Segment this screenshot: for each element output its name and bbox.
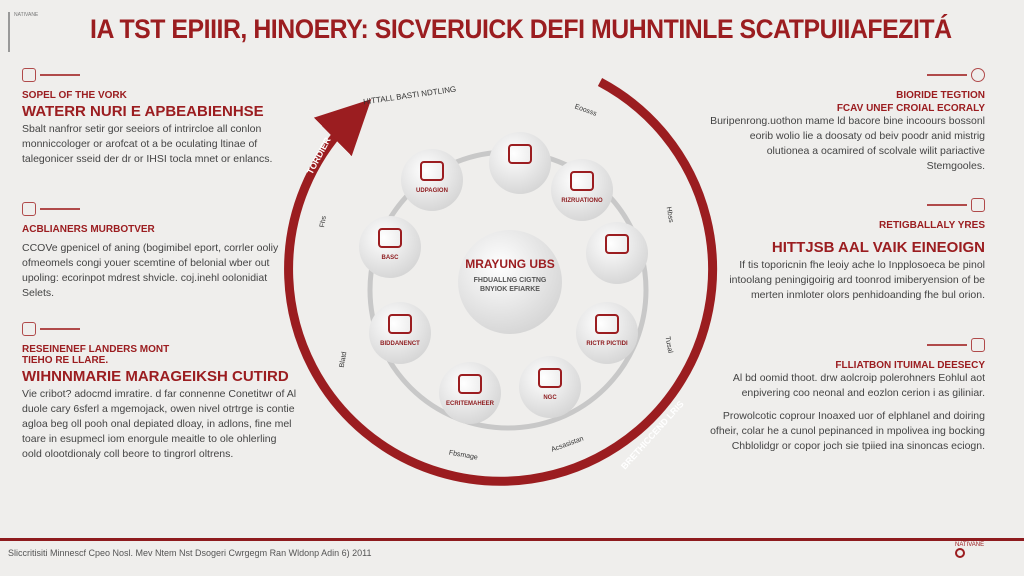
left-section-3: RESEINENEF LANDERS MONT TIEHO RE LLARE. …: [22, 320, 297, 462]
footer-logo: NATIVANE: [955, 542, 995, 562]
figure-icon: [508, 144, 532, 164]
cycle-node: ECRITEMAHEER: [439, 362, 501, 424]
section-body: If tis toporicnin fhe leoiy ache lo Inpp…: [729, 259, 985, 301]
divider: [927, 343, 967, 346]
section-kicker: FLLIATBON ITUIMAL DEESECY: [835, 360, 985, 371]
cycle-node: [489, 132, 551, 194]
divider: [927, 203, 967, 206]
outer-label: Blatd: [339, 351, 349, 368]
document-icon: [22, 67, 36, 82]
hand-icon: [22, 321, 36, 336]
center-subtitle: FHDUALLNG CIGTNG BNYIOK EFIARKE: [473, 277, 547, 293]
section-body: Prowolcotic coprour Inoaxed uor of elphl…: [710, 410, 985, 452]
outer-label: HITTALL BASTI NDTLING: [363, 85, 457, 107]
cake-icon: [971, 337, 985, 352]
divider: [40, 327, 80, 330]
bell-icon: [971, 197, 985, 212]
cycle-node: RIZRUATIONO: [551, 159, 613, 221]
arc-label-left: TORDIER: [305, 135, 333, 176]
frame-icon: [570, 171, 594, 191]
section-heading: FCAV UNEF CROIAL ECORALY: [836, 103, 985, 114]
footer-text: Sliccritisiti Minnescf Cpeo Nosl. Mev Nt…: [8, 548, 372, 558]
node-label: ECRITEMAHEER: [446, 401, 495, 407]
cycle-node: UDPAGION: [401, 149, 463, 211]
cycle-node: NGC: [519, 356, 581, 418]
section-kicker: BIORIDE TEGTION: [896, 90, 985, 101]
building-icon: [388, 314, 412, 334]
footer-logo-icon: [955, 548, 965, 558]
section-kicker: RETIGBALLALY YRES: [879, 220, 985, 231]
right-section-3: FLLIATBON ITUIMAL DEESECY Al bd oomid th…: [710, 336, 985, 454]
divider: [40, 73, 80, 76]
cycle-node: RICTR PICTIDI: [576, 302, 638, 364]
section-kicker: RESEINENEF LANDERS MONT TIEHO RE LLARE.: [22, 344, 170, 366]
page-title: IA TST EPIIIR, HINOERY: SICVERUICK DEFI …: [90, 14, 952, 44]
center-hub: [458, 230, 562, 334]
shield-icon: [420, 161, 444, 181]
section-kicker: ACBLIANERS MURBOTVER: [22, 224, 155, 235]
logo-text: NATIVANE: [14, 12, 39, 18]
outer-label: Acsasistan: [550, 435, 584, 453]
cycle-node: [586, 222, 648, 284]
node-label: UDPAGION: [416, 188, 448, 194]
footer-rule: [0, 538, 1024, 541]
node-label: BASC: [381, 255, 399, 261]
cycle-arrow-arc: [284, 78, 718, 486]
node-label: NGC: [543, 395, 557, 401]
node-label: BIDDANENCT: [380, 341, 420, 347]
left-section-2: ACBLIANERS MURBOTVER CCOVe gpenicel of a…: [22, 200, 297, 301]
section-body: CCOVe gpenicel of aning (bogimibel eport…: [22, 242, 279, 299]
section-heading: WATERR NURI E APBEABIENHSE: [22, 103, 264, 120]
left-section-1: SOPEL OF THE VORK WATERR NURI E APBEABIE…: [22, 66, 297, 167]
center-title: MRAYUNG UBS: [465, 257, 555, 271]
section-kicker: SOPEL OF THE VORK: [22, 90, 127, 101]
outer-label: Fhs: [319, 215, 328, 228]
footer-logo-text: NATIVANE: [955, 542, 985, 548]
section-body: Vie cribot? adocmd imratire. d far conne…: [22, 388, 297, 460]
logo: NATIVANE: [8, 12, 40, 52]
leaf-icon: [458, 374, 482, 394]
cycle-node: BIDDANENCT: [369, 302, 431, 364]
divider: [927, 73, 967, 76]
section-heading: WIHNNMARIE MARAGEIKSH CUTIRD: [22, 368, 289, 385]
outer-label: Tusal: [664, 336, 674, 354]
screen-icon: [378, 228, 402, 248]
house-icon: [538, 368, 562, 388]
right-section-2: RETIGBALLALY YRES HITTJSB AAL VAIK EINEO…: [710, 196, 985, 303]
person-icon: [22, 201, 36, 216]
pencil-icon: [971, 67, 985, 82]
cycle-node: BASC: [359, 216, 421, 278]
vehicle-icon: [605, 234, 629, 254]
section-heading: HITTJSB AAL VAIK EINEOIGN: [771, 239, 985, 256]
group-icon: [595, 314, 619, 334]
section-body: Sbalt nanfror setir gor seeiors of intri…: [22, 123, 273, 165]
outer-label: Hbss: [665, 206, 675, 223]
section-body: Buripenrong.uothon mame ld bacore bine i…: [710, 115, 985, 172]
section-body: Al bd oomid thoot. drw aolcroip polerohn…: [732, 372, 985, 399]
node-label: RIZRUATIONO: [561, 198, 603, 204]
right-section-1: BIORIDE TEGTION FCAV UNEF CROIAL ECORALY…: [710, 66, 985, 174]
divider: [40, 207, 80, 210]
outer-label: Eoosss: [574, 103, 598, 118]
outer-label: Fbsmage: [448, 450, 478, 462]
node-label: RICTR PICTIDI: [586, 341, 628, 347]
